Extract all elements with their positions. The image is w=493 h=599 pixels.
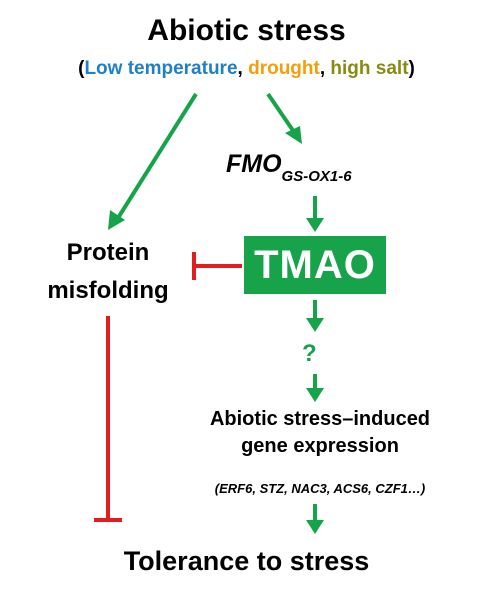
separator-1: , bbox=[237, 58, 249, 79]
fmo-label: FMOGS-OX1-6 bbox=[226, 150, 352, 185]
arrow-gene-to-tolerance bbox=[306, 504, 324, 534]
stress-low-temperature: Low temperature bbox=[84, 58, 238, 79]
stress-types: (Low temperature, drought, high salt) bbox=[0, 58, 493, 80]
arrow-fmo-to-tmao bbox=[306, 196, 324, 232]
fmo-main: FMO bbox=[226, 150, 282, 178]
misfolding-line: misfolding bbox=[47, 277, 169, 304]
protein-misfolding-label: Protein misfolding bbox=[18, 234, 198, 310]
stress-high-salt: high salt bbox=[330, 58, 409, 79]
tolerance-label: Tolerance to stress bbox=[123, 546, 370, 576]
arrow-stress-to-fmo bbox=[266, 92, 302, 144]
inhibition-tmao-to-misfolding bbox=[192, 252, 242, 280]
arrow-question-to-gene bbox=[306, 374, 324, 402]
gene-list: (ERF6, STZ, NAC3, ACS6, CZF1…) bbox=[214, 481, 426, 496]
fmo-subscript: GS-OX1-6 bbox=[281, 168, 352, 185]
title-abiotic-stress: Abiotic stress bbox=[147, 14, 346, 47]
inhibition-misfolding-to-tolerance bbox=[94, 316, 122, 522]
gene-expression-line1: Abiotic stress–induced bbox=[209, 408, 431, 430]
paren-open: ( bbox=[78, 58, 85, 79]
stress-drought: drought bbox=[248, 58, 320, 79]
unknown-step-question-mark: ? bbox=[302, 340, 317, 367]
gene-expression-label: Abiotic stress–induced gene expression bbox=[170, 406, 470, 460]
tmao-box: TMAO bbox=[244, 236, 386, 294]
protein-line: Protein bbox=[66, 239, 150, 266]
arrow-stress-to-misfolding bbox=[108, 92, 198, 230]
separator-2: , bbox=[319, 58, 331, 79]
arrow-tmao-to-question bbox=[306, 300, 324, 332]
gene-expression-line2: gene expression bbox=[241, 435, 399, 457]
paren-close: ) bbox=[408, 58, 415, 79]
